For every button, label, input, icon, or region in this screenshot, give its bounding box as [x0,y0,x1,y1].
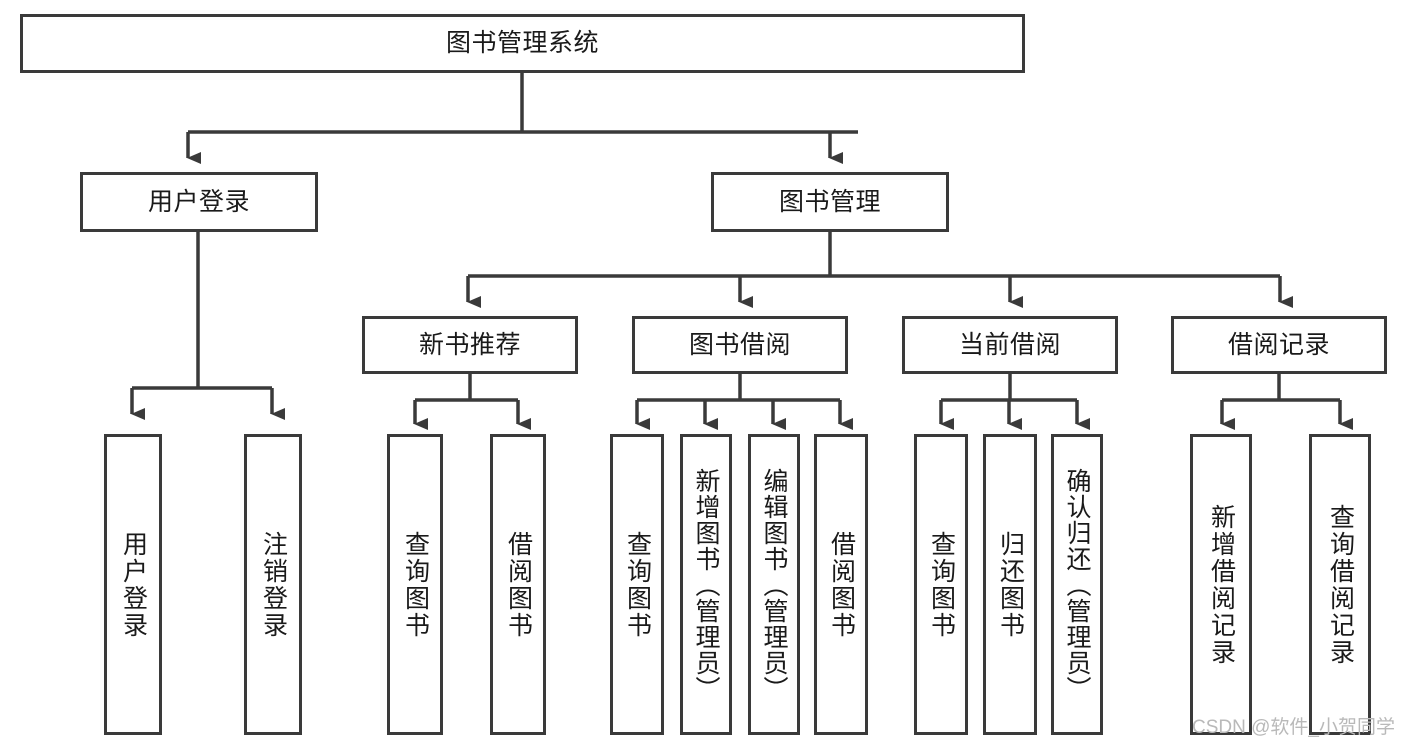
node-label: 查询借阅记录 [1326,503,1355,666]
node-leaf-user-login[interactable]: 用户登录 [104,434,162,735]
node-leaf-query-book-recommend[interactable]: 查询图书 [387,434,443,735]
node-new-book-recommend[interactable]: 新书推荐 [362,316,578,374]
node-label: 借阅图书 [827,530,856,639]
node-leaf-query-borrow-record[interactable]: 查询借阅记录 [1309,434,1371,735]
node-label: 编辑图书（管理员） [760,467,788,702]
node-leaf-borrow-book[interactable]: 借阅图书 [814,434,868,735]
csdn-watermark: CSDN @软件_小贺同学 [1192,717,1395,738]
node-leaf-return-book[interactable]: 归还图书 [983,434,1037,735]
node-leaf-add-borrow-record[interactable]: 新增借阅记录 [1190,434,1252,735]
node-label: 图书管理系统 [445,29,599,57]
node-current-borrow[interactable]: 当前借阅 [902,316,1118,374]
node-label: 归还图书 [996,530,1025,639]
node-borrow-record[interactable]: 借阅记录 [1171,316,1387,374]
node-label: 当前借阅 [958,330,1061,359]
node-label: 确认归还（管理员） [1063,467,1091,702]
node-label: 用户登录 [147,187,250,216]
node-leaf-borrow-book-recommend[interactable]: 借阅图书 [490,434,546,735]
node-leaf-confirm-return-admin[interactable]: 确认归还（管理员） [1051,434,1103,735]
node-label: 新增图书（管理员） [692,467,720,702]
node-label: 查询图书 [401,530,430,639]
node-label: 新增借阅记录 [1207,503,1236,666]
node-leaf-query-book-current[interactable]: 查询图书 [914,434,968,735]
node-label: 图书借阅 [688,330,791,359]
node-label: 新书推荐 [418,330,521,359]
node-leaf-query-book-borrow[interactable]: 查询图书 [610,434,664,735]
node-leaf-add-book-admin[interactable]: 新增图书（管理员） [680,434,732,735]
node-root-book-management-system[interactable]: 图书管理系统 [20,14,1025,73]
node-label: 查询图书 [927,530,956,639]
node-book-management[interactable]: 图书管理 [711,172,949,232]
node-label: 查询图书 [623,530,652,639]
node-leaf-logout[interactable]: 注销登录 [244,434,302,735]
node-book-borrow[interactable]: 图书借阅 [632,316,848,374]
node-leaf-edit-book-admin[interactable]: 编辑图书（管理员） [748,434,800,735]
node-label: 用户登录 [119,530,148,639]
node-label: 借阅记录 [1227,330,1330,359]
node-label: 注销登录 [259,530,288,639]
node-label: 借阅图书 [504,530,533,639]
node-label: 图书管理 [778,187,881,216]
node-user-login[interactable]: 用户登录 [80,172,318,232]
